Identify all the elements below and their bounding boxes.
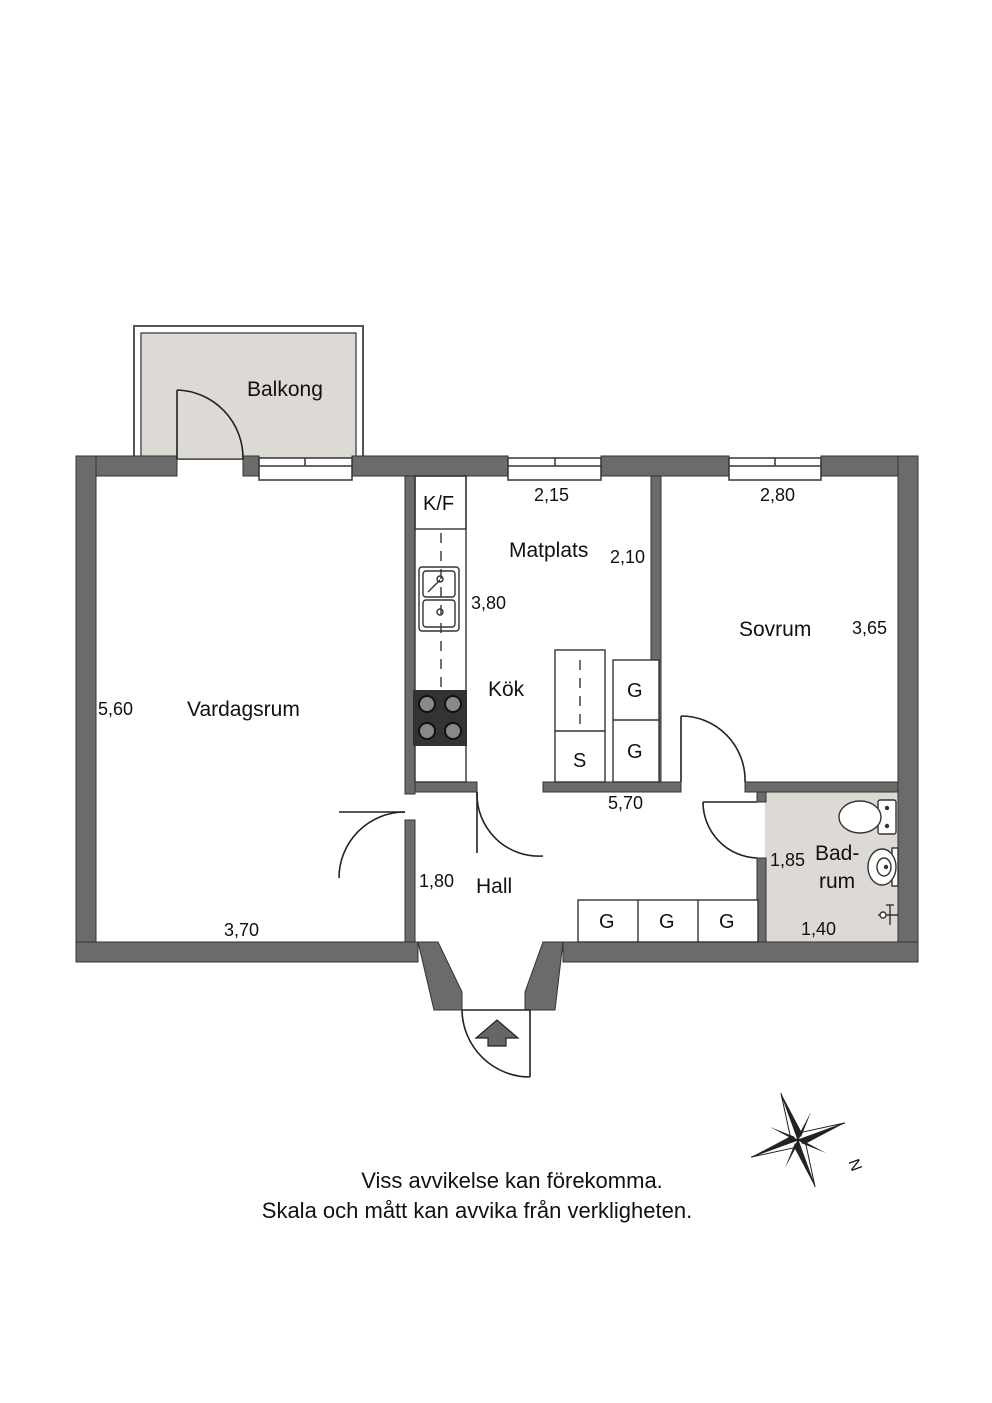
dim-dining-width: 2,15 xyxy=(534,485,569,505)
room-label-kitchen: Kök xyxy=(488,678,525,701)
closet-label-hall-3: G xyxy=(719,911,735,933)
dim-bath-width: 1,40 xyxy=(801,919,836,939)
closet-label-hall-1: G xyxy=(599,911,615,933)
windows xyxy=(258,457,822,481)
storage-label: S xyxy=(573,750,586,772)
washbasin-icon xyxy=(867,847,899,887)
stove-icon xyxy=(413,690,467,746)
dim-dining-height: 2,10 xyxy=(610,547,645,567)
kitchen-cabinets xyxy=(554,649,660,783)
dim-hall-width: 5,70 xyxy=(608,793,643,813)
north-label: N xyxy=(844,1157,864,1174)
bathroom-fixtures xyxy=(838,799,899,925)
dim-bedroom-height: 3,65 xyxy=(852,618,887,638)
sink-icon xyxy=(418,566,460,632)
room-label-living: Vardagsrum xyxy=(187,698,300,721)
closet-label-kitchen-2: G xyxy=(627,741,643,763)
disclaimer-line-2: Skala och mått kan avvika från verklighe… xyxy=(262,1198,692,1223)
entrance-arrow-icon xyxy=(474,1019,520,1047)
kitchen-counter xyxy=(414,475,467,783)
dim-living-width: 3,70 xyxy=(224,920,259,940)
fridge-freezer xyxy=(414,475,467,530)
doors xyxy=(176,389,758,1078)
dim-bedroom-width: 2,80 xyxy=(760,485,795,505)
room-label-hall: Hall xyxy=(476,875,512,898)
toilet-icon xyxy=(838,799,897,835)
room-label-balcony: Balkong xyxy=(247,378,323,401)
shower-icon xyxy=(878,904,898,925)
dim-hall-height: 1,80 xyxy=(419,871,454,891)
hall-closets xyxy=(577,899,759,943)
dim-bath-height: 1,85 xyxy=(770,850,805,870)
room-label-dining: Matplats xyxy=(509,539,588,562)
dim-living-height: 5,60 xyxy=(98,699,133,719)
closet-label-hall-2: G xyxy=(659,911,675,933)
closet-label-kitchen-1: G xyxy=(627,680,643,702)
disclaimer-line-1: Viss avvikelse kan förekomma. xyxy=(361,1168,663,1193)
room-label-bath-1: Bad- xyxy=(815,842,859,865)
dim-kitchen-height: 3,80 xyxy=(471,593,506,613)
fridge-freezer-label: K/F xyxy=(423,493,454,515)
room-label-bedroom: Sovrum xyxy=(739,618,811,641)
room-label-bath-2: rum xyxy=(819,870,855,893)
compass-rose-icon xyxy=(750,1092,846,1188)
